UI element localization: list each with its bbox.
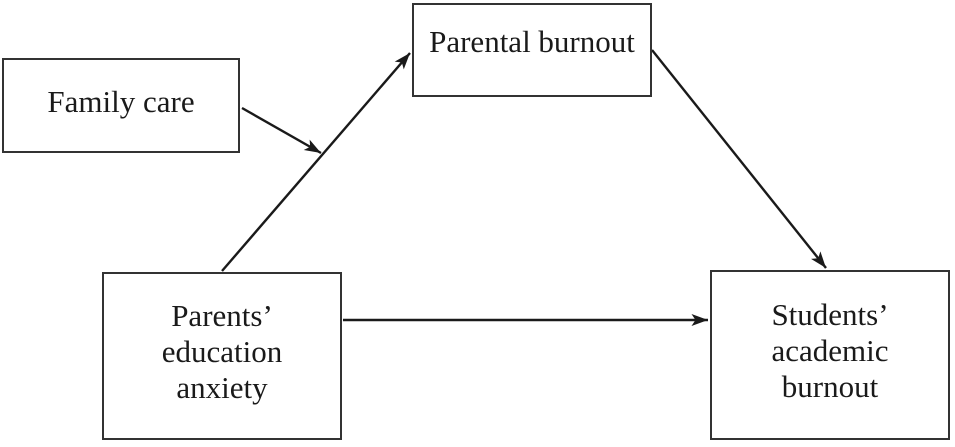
node-family-care: Family care	[2, 58, 240, 153]
node-parents-education-anxiety: Parents’ education anxiety	[102, 272, 342, 440]
node-parental-burnout-label: Parental burnout	[429, 24, 635, 59]
arrow-parents-education-anxiety-to-parental-burnout	[221, 52, 411, 272]
arrow-family-care-to-mediation-path	[241, 106, 322, 155]
node-students-academic-burnout: Students’ academic burnout	[710, 270, 950, 440]
arrow-parental-burnout-to-students-academic-burnout	[651, 49, 827, 269]
node-parental-burnout: Parental burnout	[412, 3, 652, 97]
node-students-academic-burnout-label: Students’ academic burnout	[771, 297, 889, 404]
node-parents-education-anxiety-label: Parents’ education anxiety	[161, 298, 283, 405]
node-family-care-label: Family care	[47, 83, 195, 119]
